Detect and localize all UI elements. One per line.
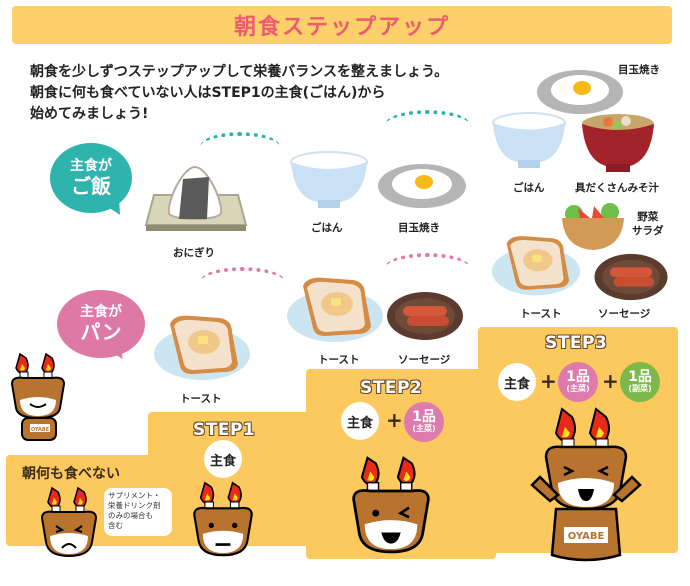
mascot-cheering-icon: OYABE: [530, 405, 642, 577]
label-rice-step3: ごはん: [513, 182, 545, 194]
step3-dish1-circle: 1品 (主菜): [558, 362, 598, 402]
onigiri-rice-ball: [165, 165, 225, 221]
label-onigiri: おにぎり: [173, 247, 215, 259]
step2-main-circle: 主食: [341, 402, 379, 440]
step1-title: STEP1: [193, 420, 256, 440]
intro-line-1: 朝食を少しずつステップアップして栄養バランスを整えましょう。: [30, 64, 449, 80]
step2-plus: +: [386, 408, 403, 432]
sausage-step3-icon: [592, 252, 670, 302]
step3-main-circle: 主食: [498, 363, 536, 401]
label-miso-soup: 具だくさんみそ汁: [575, 182, 659, 194]
salad-icon: [560, 200, 626, 252]
title-banner: 朝食ステップアップ: [12, 6, 672, 44]
label-sausage-step2: ソーセージ: [398, 354, 451, 366]
bread-bubble: 主食が パン: [57, 290, 145, 358]
label-toast-step2: トースト: [318, 354, 360, 366]
svg-text:OYABE: OYABE: [568, 531, 605, 542]
toast-step2-icon: [285, 272, 385, 344]
step0-note-bubble: サプリメント・ 栄養ドリンク剤 のみの場合も 含む: [104, 488, 172, 536]
intro-text: 朝食を少しずつステップアップして栄養バランスを整えましょう。 朝食に何も食べてい…: [30, 62, 448, 125]
intro-line-2: 朝食に何も食べていない人はSTEP1の主食(ごはん)から: [30, 85, 386, 101]
mascot-neutral-icon: [190, 478, 256, 560]
svg-text:OYABE: OYABE: [31, 427, 50, 433]
fried-egg-icon: [376, 162, 468, 210]
step3-plus-2: +: [602, 369, 619, 393]
label-egg-step2: 目玉焼き: [398, 222, 440, 234]
rice-bowl-icon: [288, 148, 370, 210]
miso-soup-icon: [580, 112, 656, 174]
fried-egg-step3-icon: [535, 68, 625, 116]
step3-title: STEP3: [545, 333, 608, 353]
toast-icon: [152, 310, 252, 382]
label-egg-step3: 目玉焼き: [618, 64, 660, 76]
label-toast-step3: トースト: [520, 308, 562, 320]
step3-dish2-circle: 1品 (副菜): [620, 362, 660, 402]
rice-bowl-step3-icon: [490, 110, 568, 170]
step2-title: STEP2: [360, 378, 423, 398]
arrow-rice-2: [385, 110, 470, 140]
arrow-rice-1: [200, 132, 280, 162]
arrow-bread-2: [385, 253, 470, 283]
page-title: 朝食ステップアップ: [233, 15, 450, 40]
label-rice-step2: ごはん: [311, 222, 343, 234]
mascot-wink-icon: [348, 455, 434, 563]
mascot-sad-icon: [38, 486, 100, 558]
rice-bubble: 主食が ご飯: [50, 143, 132, 213]
mascot-waving-icon: OYABE: [8, 352, 70, 444]
toast-step3-icon: [490, 230, 582, 298]
label-salad: 野菜 サラダ: [632, 211, 664, 237]
step0-label: 朝何も食べない: [22, 466, 120, 482]
step3-plus-1: +: [540, 369, 557, 393]
sausage-icon: [385, 290, 465, 342]
intro-line-3: 始めてみましょう!: [30, 106, 149, 122]
arrow-bread-1: [200, 267, 285, 297]
step1-main-circle: 主食: [204, 440, 242, 478]
label-toast-step1: トースト: [180, 393, 222, 405]
step2-dish-circle: 1品 (主菜): [404, 402, 444, 442]
label-sausage-step3: ソーセージ: [598, 308, 651, 320]
